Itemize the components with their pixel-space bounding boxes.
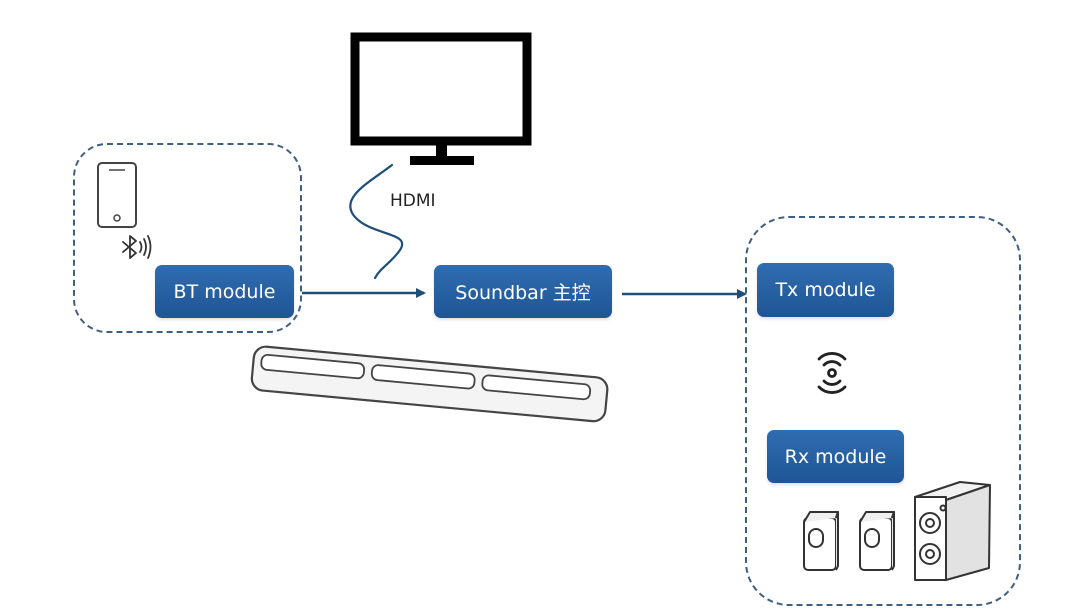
phone-icon bbox=[97, 162, 137, 228]
speaker-icon bbox=[859, 511, 895, 571]
bt-module: BT module bbox=[155, 265, 294, 318]
soundbar-icon bbox=[250, 345, 609, 423]
wireless-signal-icon bbox=[817, 352, 847, 394]
hdmi-label: HDMI bbox=[390, 191, 436, 211]
bluetooth-icon bbox=[122, 235, 152, 259]
rx-module: Rx module bbox=[767, 430, 904, 483]
speaker-icon bbox=[803, 511, 839, 571]
wireless-speaker-group bbox=[745, 216, 1021, 606]
soundbar-main-control: Soundbar 主控 bbox=[434, 265, 612, 318]
tx-module: Tx module bbox=[757, 263, 894, 317]
hdmi-cable bbox=[349, 163, 404, 280]
tv-icon bbox=[350, 32, 532, 165]
bluetooth-source-group bbox=[73, 143, 302, 333]
speaker-icon bbox=[914, 481, 991, 581]
